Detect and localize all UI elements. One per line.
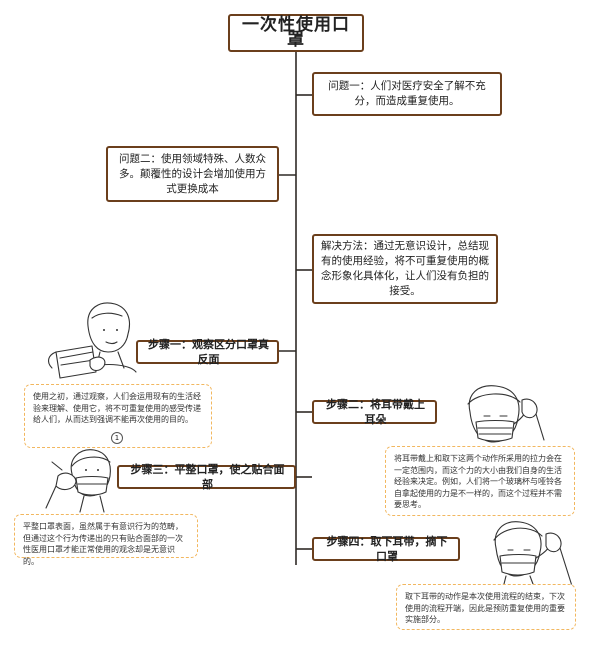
step-4-label: 步骤四：取下耳带，摘下口罩	[326, 535, 448, 563]
step-2-label: 步骤二：将耳带戴上耳朵	[326, 398, 425, 426]
step-1-box: 步骤一：观察区分口罩真反面	[136, 338, 279, 366]
solution-box: 解决方法：通过无意识设计，总结现有的使用经验，将不可重复使用的概念形象化具体化，…	[312, 234, 498, 304]
question-1-box: 问题一：人们对医疗安全了解不充分，而造成重复使用。	[312, 72, 502, 116]
step-4-box: 步骤四：取下耳带，摘下口罩	[312, 535, 460, 563]
illustration-wearing-mask	[467, 385, 545, 443]
step-1-badge: 1	[111, 432, 123, 444]
step-2-box: 步骤二：将耳带戴上耳朵	[312, 398, 437, 426]
step-4-note: 取下耳带的动作是本次使用流程的结束，下次使用的流程开端，因此是预防重复使用的重要…	[396, 584, 576, 630]
step-1-note-text: 使用之初，通过观察，人们会运用现有的生活经验来理解、使用它，将不可重复使用的感受…	[33, 392, 201, 424]
step-2-note-text: 将耳带戴上和取下这两个动作所采用的拉力会在一定范围内，而这个力的大小由我们自身的…	[394, 454, 562, 509]
title-box: 一次性使用口罩	[228, 14, 364, 52]
step-4-note-text: 取下耳带的动作是本次使用流程的结束，下次使用的流程开端，因此是预防重复使用的重要…	[405, 592, 565, 624]
solution-text: 解决方法：通过无意识设计，总结现有的使用经验，将不可重复使用的概念形象化具体化，…	[321, 240, 489, 297]
step-3-note-text: 平整口罩表面，虽然属于有意识行为的范畴，但通过这个行为传递出的只有贴合面部的一次…	[23, 522, 183, 566]
step-2-note: 将耳带戴上和取下这两个动作所采用的拉力会在一定范围内，而这个力的大小由我们自身的…	[385, 446, 575, 516]
illustration-pressing-mask	[45, 449, 111, 513]
step-1-label: 步骤一：观察区分口罩真反面	[148, 338, 269, 366]
illustration-removing-mask	[493, 521, 573, 593]
step-3-note: 平整口罩表面，虽然属于有意识行为的范畴，但通过这个行为传递出的只有贴合面部的一次…	[14, 514, 198, 566]
question-2-box: 问题二：使用领域特殊、人数众多。颠覆性的设计会增加使用方式更换成本	[106, 146, 279, 202]
question-1-text: 问题一：人们对医疗安全了解不充分，而造成重复使用。	[328, 80, 486, 107]
step-3-box: 步骤三：平整口罩，使之贴合面部	[117, 463, 296, 491]
page-title: 一次性使用口罩	[242, 15, 350, 50]
step-3-label: 步骤三：平整口罩，使之贴合面部	[130, 463, 285, 491]
illustration-holding-mask	[47, 302, 137, 379]
question-2-text: 问题二：使用领域特殊、人数众多。颠覆性的设计会增加使用方式更换成本	[119, 152, 266, 195]
